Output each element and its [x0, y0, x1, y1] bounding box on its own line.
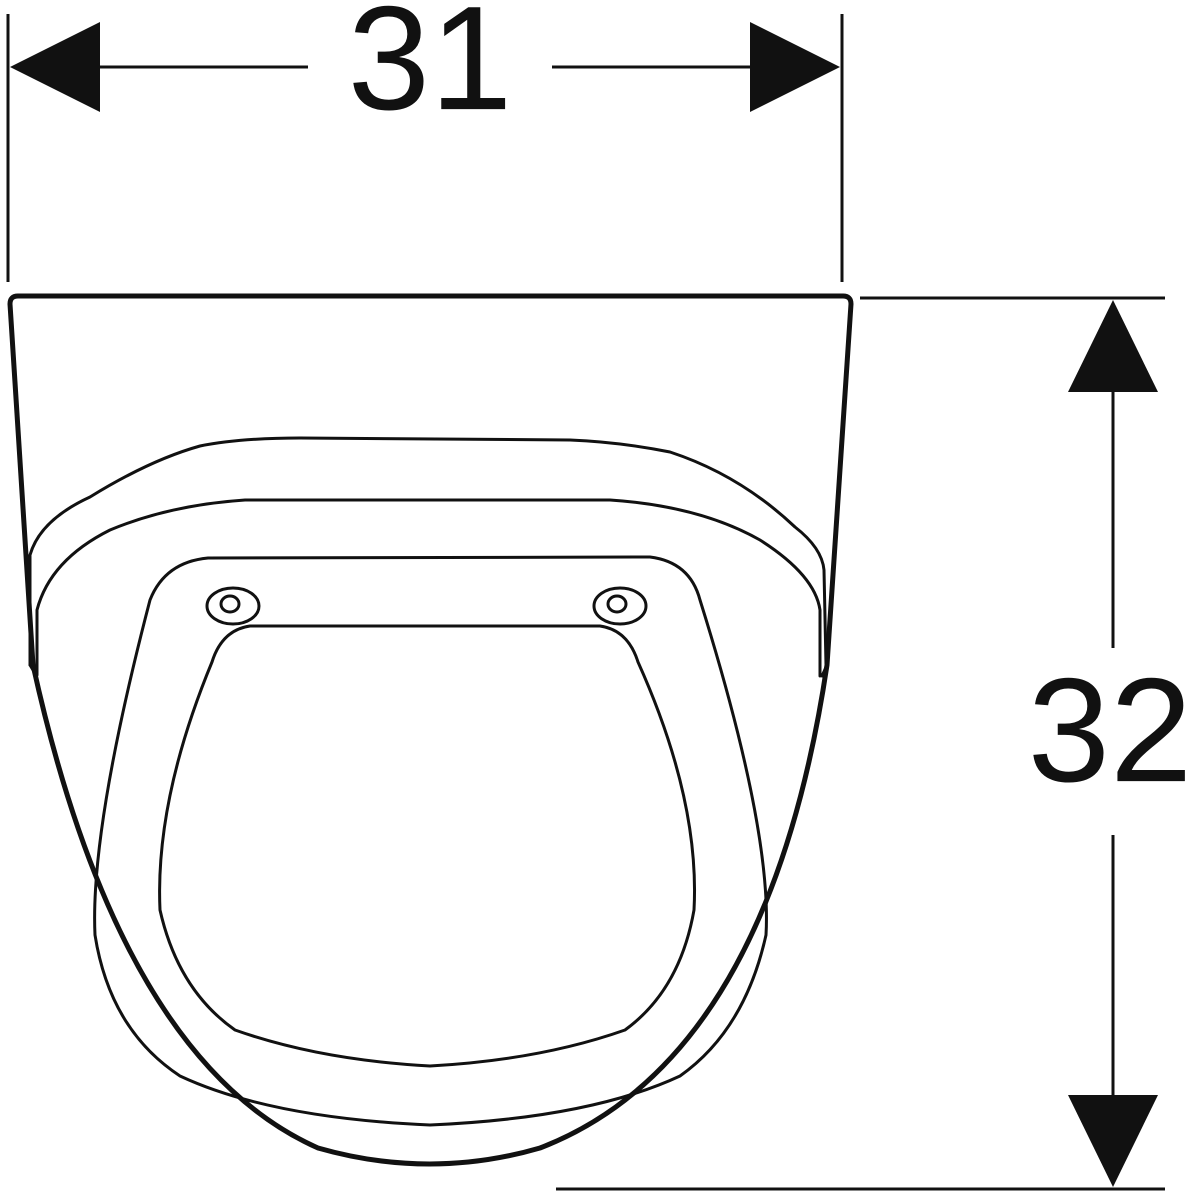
width-arrow-right [750, 22, 840, 112]
mount-hole-left-outer [205, 586, 261, 626]
height-dimension: 32 [556, 296, 1193, 1191]
height-arrow-bottom [1068, 1095, 1158, 1187]
height-label: 32 [1028, 648, 1193, 813]
mount-hole-left-inner [219, 594, 241, 614]
inner-rim-outline [35, 498, 822, 678]
basin-outline [93, 555, 768, 1127]
width-dimension: 31 [6, 0, 844, 282]
mount-hole-right-inner [606, 594, 628, 614]
urinal-body [7, 293, 854, 1167]
height-arrow-top [1068, 300, 1158, 392]
drain-cover-outline [158, 624, 696, 1068]
width-label: 31 [348, 0, 513, 141]
outer-shell-outline [7, 293, 854, 1167]
width-arrow-left [10, 22, 100, 112]
lower-shell-split-line [28, 663, 829, 678]
upper-rim-outline [28, 436, 828, 667]
mount-hole-right-outer [592, 586, 648, 626]
